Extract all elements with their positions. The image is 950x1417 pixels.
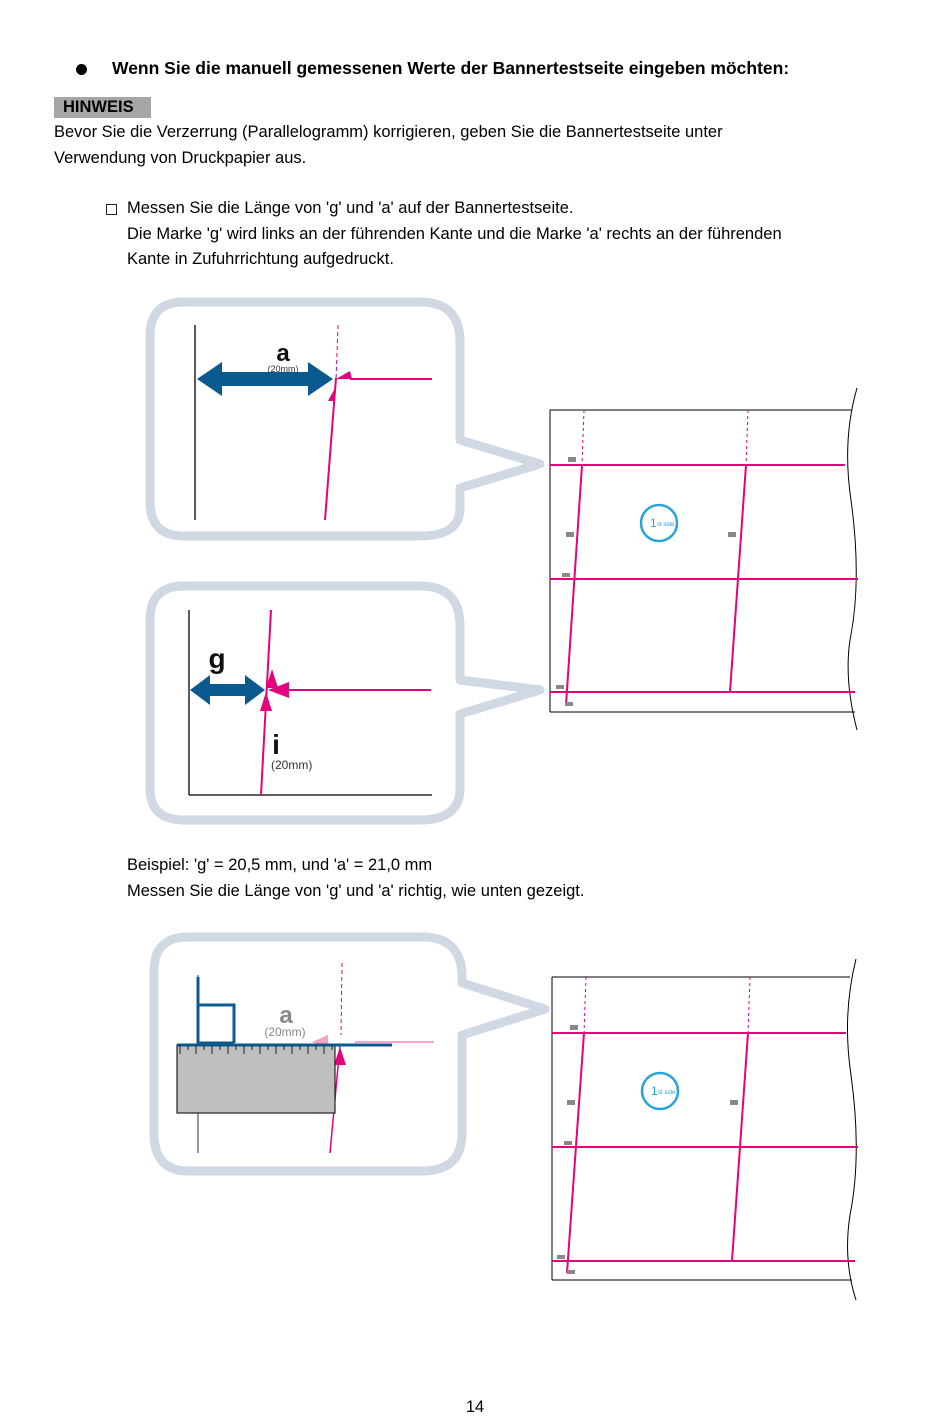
mark-i-label: i	[272, 729, 280, 760]
note-badge: HINWEIS	[54, 97, 151, 118]
dim-label: (20mm)	[271, 758, 312, 772]
step-line: Kante in Zufuhrrichtung aufgedruckt.	[127, 250, 394, 268]
side-badge-icon	[639, 503, 679, 543]
section-heading: Wenn Sie die manuell gemessenen Werte de…	[112, 58, 790, 78]
figure-ruler-measurement: a (20mm) 1 st side	[149, 932, 858, 1301]
dim-label: (20mm)	[268, 364, 299, 374]
note-paragraph: Bevor Sie die Verzerrung (Parallelogramm…	[54, 120, 723, 171]
mark-a-label: a	[279, 1002, 293, 1029]
page-number: 14	[465, 1398, 485, 1416]
zoom-bubble-ruler: a (20mm)	[149, 932, 550, 1176]
step-paragraph: Messen Sie die Länge von 'g' und 'a' auf…	[127, 196, 782, 273]
dim-label: (20mm)	[264, 1025, 305, 1039]
side-badge-text: st side	[657, 522, 675, 528]
example-line: Beispiel: 'g' = 20,5 mm, und 'a' = 21,0 …	[127, 856, 433, 874]
figure-measurement-marks: a (20mm) g i (20mm) 1 st side	[145, 297, 858, 825]
banner-test-page: 1 st side	[551, 958, 858, 1301]
zoom-bubble-a: a (20mm)	[145, 297, 545, 541]
note-line: Verwendung von Druckpapier aus.	[54, 148, 307, 167]
checkbox-icon	[106, 204, 117, 215]
bullet-dot-icon	[76, 64, 87, 75]
example-line: Messen Sie die Länge von 'g' und 'a' ric…	[127, 881, 585, 900]
example-paragraph: Beispiel: 'g' = 20,5 mm, und 'a' = 21,0 …	[127, 853, 584, 904]
side-badge-number: 1	[650, 516, 657, 530]
step-line: Die Marke 'g' wird links an der führende…	[127, 224, 782, 243]
side-badge-number: 1	[651, 1084, 658, 1098]
banner-test-page: 1 st side	[549, 387, 858, 731]
step-line: Messen Sie die Länge von 'g' und 'a' auf…	[127, 199, 574, 217]
side-badge-text: st side	[658, 1090, 676, 1096]
ruler-graphic	[176, 1044, 336, 1114]
mark-a-label: a	[276, 340, 290, 367]
zoom-bubble-g: g i (20mm)	[145, 581, 545, 825]
note-line: Bevor Sie die Verzerrung (Parallelogramm…	[54, 123, 723, 141]
mark-g-label: g	[208, 643, 225, 674]
side-badge-icon	[640, 1071, 680, 1111]
